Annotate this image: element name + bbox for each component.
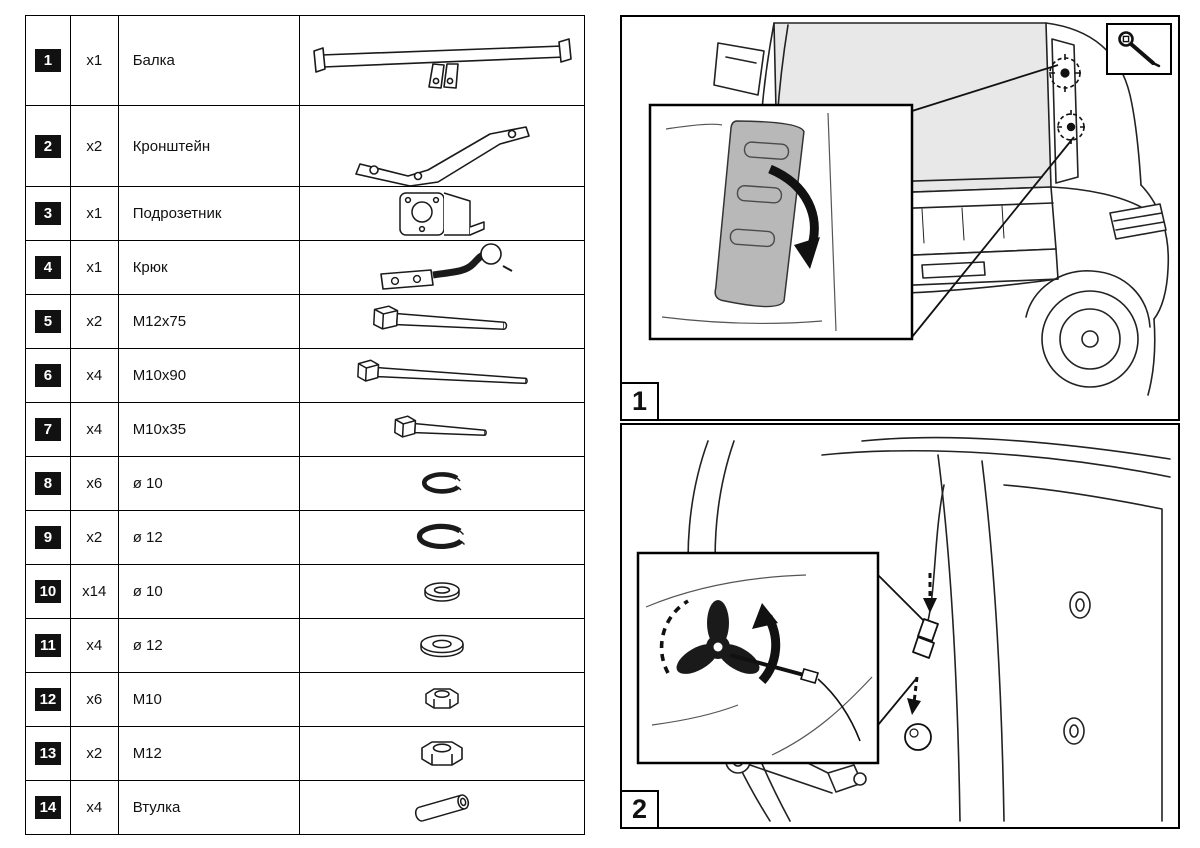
part-number-badge: 1	[34, 49, 61, 72]
wing-nut-knob	[659, 599, 861, 742]
part-number-badge: 5	[34, 310, 61, 333]
part-name: ø 10	[117, 456, 301, 511]
table-row: 6 x4 M10x90	[25, 348, 585, 403]
part-name: Подрозетник	[117, 186, 301, 241]
part-name: M10	[117, 672, 301, 727]
wheel-arch-illustration	[636, 436, 1171, 822]
part-number-badge: 7	[34, 418, 61, 441]
wing-nut-inset	[636, 551, 880, 765]
removal-arrow-head	[794, 237, 820, 269]
nut-icon	[299, 672, 585, 727]
table-row: 8 x6 ø 10	[25, 456, 585, 511]
part-name: M10x35	[117, 402, 301, 457]
part-qty: x14	[69, 564, 119, 619]
part-name: Крюк	[117, 240, 301, 295]
table-row: 11 x4 ø 12	[25, 618, 585, 673]
part-name: M12x75	[117, 294, 301, 349]
part-number-badge: 2	[34, 134, 61, 158]
inset-callout-lines	[911, 64, 1075, 338]
part-qty: x2	[69, 510, 119, 565]
part-number-badge: 8	[34, 472, 61, 495]
removal-arrow	[768, 164, 819, 247]
towball-hook-icon	[299, 240, 585, 295]
bolt-short-icon	[299, 402, 585, 457]
table-row: 5 x2 M12x75	[25, 294, 585, 349]
part-number-badge: 9	[34, 526, 61, 549]
beam-icon	[299, 15, 585, 106]
inset-callout-lines	[877, 574, 925, 726]
part-name: ø 12	[117, 618, 301, 673]
part-name: Кронштейн	[117, 105, 301, 187]
car-rear-illustration	[648, 22, 1170, 396]
part-name: M10x90	[117, 348, 301, 403]
bushing-icon	[299, 780, 585, 835]
part-qty: x1	[69, 240, 119, 295]
nut-icon	[299, 726, 585, 781]
part-qty: x4	[69, 348, 119, 403]
part-qty: x4	[69, 618, 119, 673]
part-number-badge: 4	[34, 256, 61, 279]
step2-panel: 2	[620, 423, 1180, 829]
part-qty: x6	[69, 456, 119, 511]
socket-plate-icon	[299, 186, 585, 241]
part-qty: x1	[69, 15, 119, 106]
part-number-badge: 11	[34, 634, 61, 657]
required-tool-box	[1106, 23, 1172, 75]
trim-panel-shape	[714, 120, 805, 308]
spring-washer-icon	[299, 456, 585, 511]
trim-removal-inset	[648, 103, 914, 341]
step1-panel: 1	[620, 15, 1180, 421]
part-number-badge: 13	[34, 742, 61, 765]
flat-washer-icon	[299, 564, 585, 619]
part-name: Балка	[117, 15, 301, 106]
step-number-2: 2	[620, 790, 659, 829]
part-qty: x6	[69, 672, 119, 727]
table-row: 1 x1 Балка	[25, 15, 585, 106]
table-row: 2 x2 Кронштейн	[25, 105, 585, 187]
rotation-dashed-arc	[659, 599, 689, 674]
part-name: ø 10	[117, 564, 301, 619]
table-row: 12 x6 M10	[25, 672, 585, 727]
parts-table: 1 x1 Балка	[25, 15, 585, 835]
bolt-long-icon	[299, 294, 585, 349]
part-name: Втулка	[117, 780, 301, 835]
table-row: 9 x2 ø 12	[25, 510, 585, 565]
rotation-arrow-head	[752, 603, 778, 629]
part-qty: x4	[69, 780, 119, 835]
part-qty: x2	[69, 726, 119, 781]
table-row: 10 x14 ø 10	[25, 564, 585, 619]
part-name: ø 12	[117, 510, 301, 565]
flat-washer-icon	[299, 618, 585, 673]
part-qty: x1	[69, 186, 119, 241]
step-number-1: 1	[620, 382, 659, 421]
table-row: 4 x1 Крюк	[25, 240, 585, 295]
part-number-badge: 3	[34, 202, 61, 225]
bracket-icon	[299, 105, 585, 187]
spring-washer-icon	[299, 510, 585, 565]
part-qty: x2	[69, 105, 119, 187]
wiring-connector-detail	[904, 573, 939, 751]
table-row: 7 x4 M10x35	[25, 402, 585, 457]
part-qty: x2	[69, 294, 119, 349]
part-qty: x4	[69, 402, 119, 457]
table-row: 14 x4 Втулка	[25, 780, 585, 835]
part-name: M12	[117, 726, 301, 781]
table-row: 13 x2 M12	[25, 726, 585, 781]
part-number-badge: 10	[34, 580, 61, 603]
bolt-extra-long-icon	[299, 348, 585, 403]
ratchet-wrench-icon	[1118, 31, 1161, 68]
table-row: 3 x1 Подрозетник	[25, 186, 585, 241]
part-number-badge: 14	[34, 796, 61, 819]
part-number-badge: 12	[34, 688, 61, 711]
part-number-badge: 6	[34, 364, 61, 387]
